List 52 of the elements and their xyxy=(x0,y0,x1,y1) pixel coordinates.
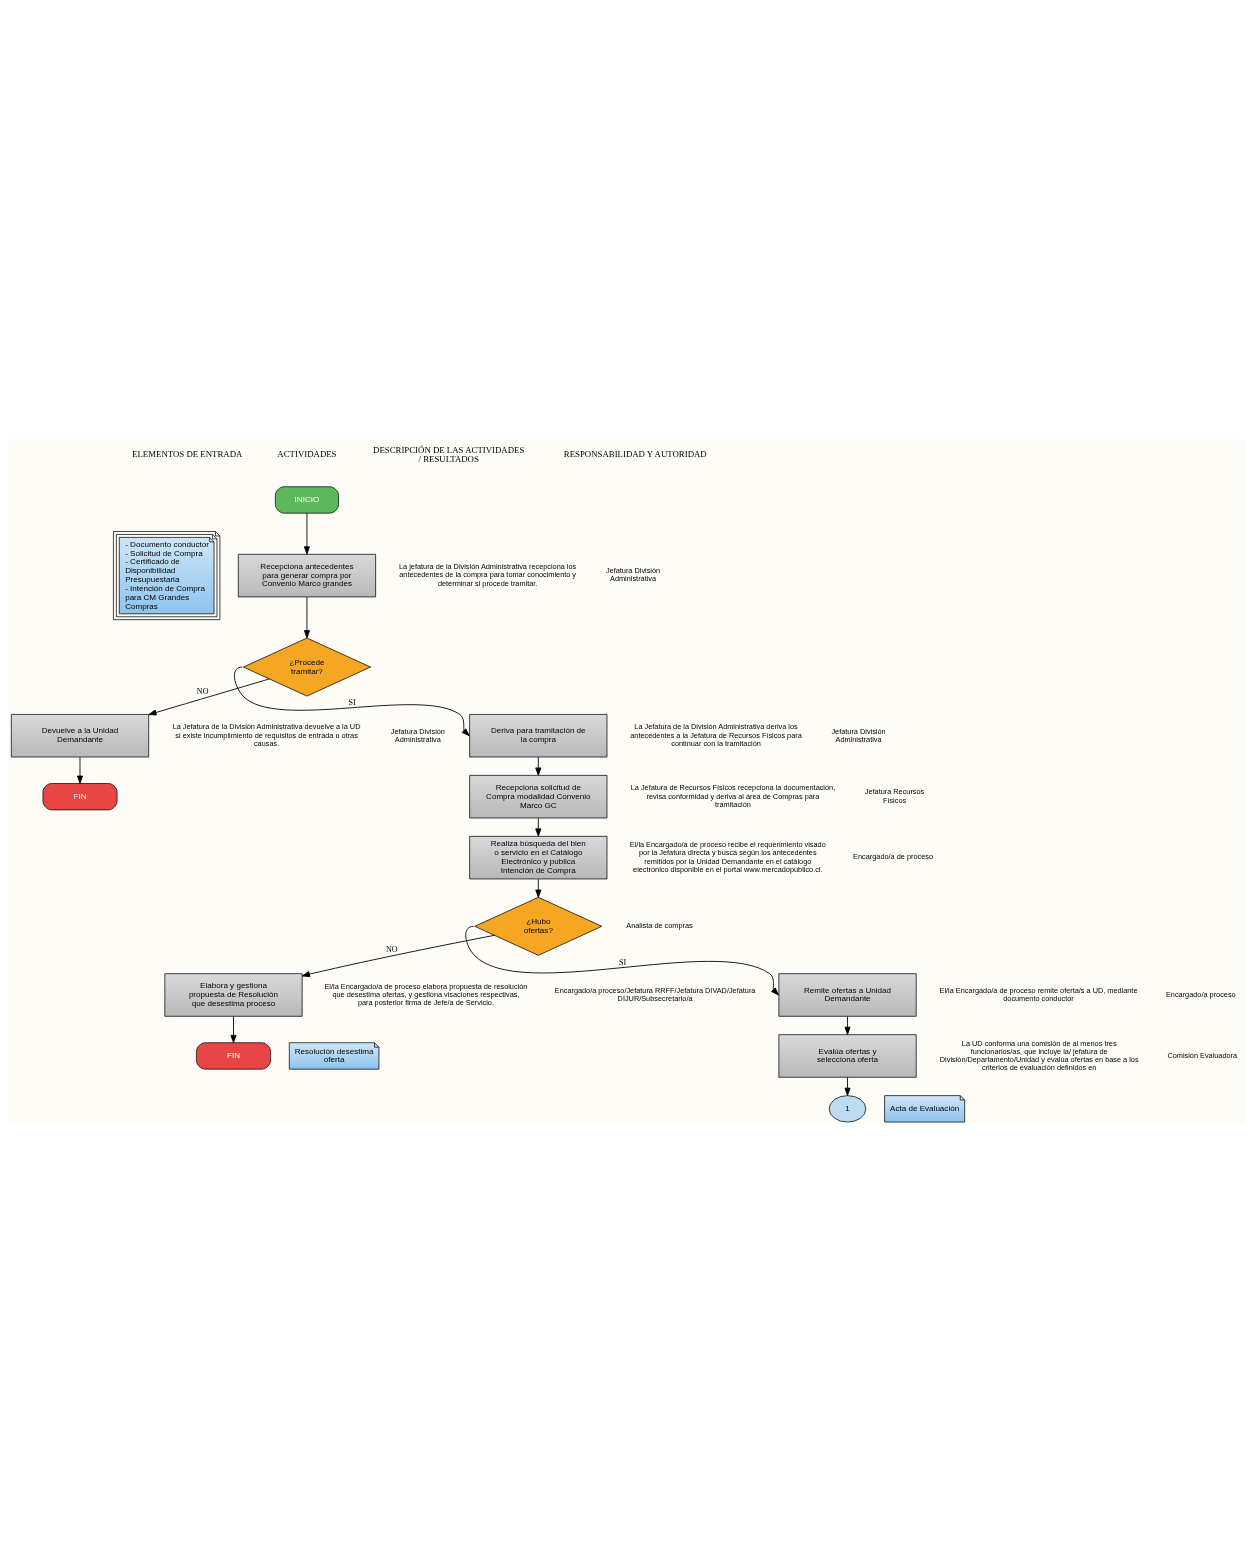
node-label: Encargado/a de proceso xyxy=(853,851,933,861)
node-box: Elabora y gestiona propuesta de Resolución que desestima proceso xyxy=(164,972,303,1017)
arrow xyxy=(77,756,83,784)
arrow xyxy=(844,1076,851,1096)
node-box: INICIO xyxy=(275,485,339,514)
arrow xyxy=(303,512,310,555)
label: ELEMENTOS DE ENTRADA xyxy=(132,448,243,459)
arrow xyxy=(303,596,310,638)
node-label: La Jefatura de la División Administrativa devuelve a la UD si existe incumplimiento de requisitos de entrada u otras causas. xyxy=(172,721,361,748)
label: DESCRIPCIÓN DE LAS ACTIVIDADES / RESULTADOS xyxy=(373,444,525,464)
arrow xyxy=(465,925,779,995)
node-label: Jefatura División Administrativa xyxy=(605,565,661,583)
arrow xyxy=(844,1015,851,1035)
edge-label: NO xyxy=(386,944,398,954)
node-label: La Jefatura de Recursos Físicos recepciona la documentación, revisa conformidad y deriva al área de Compras para tramitación xyxy=(630,782,836,809)
arrow xyxy=(230,1015,237,1043)
node-label: Analista de compras xyxy=(626,920,693,930)
arrow xyxy=(301,934,495,977)
node-box: Evalúa ofertas y selecciona oferta xyxy=(778,1033,917,1078)
arrow xyxy=(535,756,542,776)
node-label: El/la Encargado/a de proceso remite oferta/s a UD, mediante documento conductor xyxy=(939,985,1138,1003)
node-label: La UD conforma una comisión de al menos tres funcionarios/as, que incluye la/ jefatura de División/Departamento/Unidad y evalúa ofertas en base a los criterios de evaluación definidos en xyxy=(939,1038,1139,1072)
node-box: Realiza búsqueda del bien o servicio en el Catálogo Electrónico y publica Intención de Compra xyxy=(469,835,608,879)
node-box: FIN xyxy=(42,782,118,810)
edge-label: SI xyxy=(348,697,356,707)
arrow xyxy=(234,666,470,736)
node-label: Jefatura División Administrativa xyxy=(831,726,886,744)
node-box: Recepciona solicitud de Compra modalidad Convenio Marco GC xyxy=(469,774,608,818)
node-label: El/la Encargado/a de proceso recibe el requerimiento visado por la Jefatura directa y busca según los antecedentes remitidos por la Unidad Demandante en el catálogo electrónico disponible en el portal www.mercadopúblico.cl. xyxy=(629,839,826,874)
node-diamond: ¿Procede tramitar? xyxy=(243,637,371,696)
arrow xyxy=(535,878,542,898)
node-diamond: ¿Hubo ofertas? xyxy=(474,896,603,956)
node-label: El/la Encargado/a de proceso elabora propuesta de resolución que desestima ofertas, y gestiona visaciones respectivas, para posterior firma de Jefe/a de Servicio. xyxy=(324,981,528,1007)
node-box: FIN xyxy=(196,1041,271,1070)
node-label: Jefatura División Administrativa xyxy=(390,726,445,744)
node-ellipse: 1 xyxy=(828,1094,867,1122)
node-box: Recepciona antecedentes para generar compra por Convenio Marco grandes xyxy=(237,553,376,597)
node-label: Encargado/a proceso/Jefatura RRFF/Jefatura DIVAD/Jefatura DIJUR/Subsecretario/a xyxy=(554,985,756,1003)
node-label: La jefatura de la División Administrativa recepciona los antecedentes de la compra para tomar conocimiento y determinar si procede tramitar. xyxy=(399,561,577,588)
node-box: Deriva para tramitación de la compra xyxy=(469,713,608,757)
edge-label: SI xyxy=(619,957,627,967)
label: RESPONSABILIDAD Y AUTORIDAD xyxy=(563,448,707,459)
arrow xyxy=(148,678,270,715)
arrow xyxy=(535,817,542,837)
label: ACTIVIDADES xyxy=(277,448,337,459)
node-label: La Jefatura de la División Administrativa deriva los antecedentes a la Jefatura de Recursos Físicos para continuar con la tramitación xyxy=(630,721,802,748)
node-label: Jefatura Recursos Físicos xyxy=(864,786,925,805)
node-label: Encargado/a proceso xyxy=(1165,989,1236,999)
node-box: Remite ofertas a Unidad Demandante xyxy=(778,972,917,1017)
node-label: Comisión Evaluadora xyxy=(1167,1050,1238,1060)
edge-label: NO xyxy=(196,686,209,696)
node-box: Devuelve a la Unidad Demandante xyxy=(10,713,150,757)
